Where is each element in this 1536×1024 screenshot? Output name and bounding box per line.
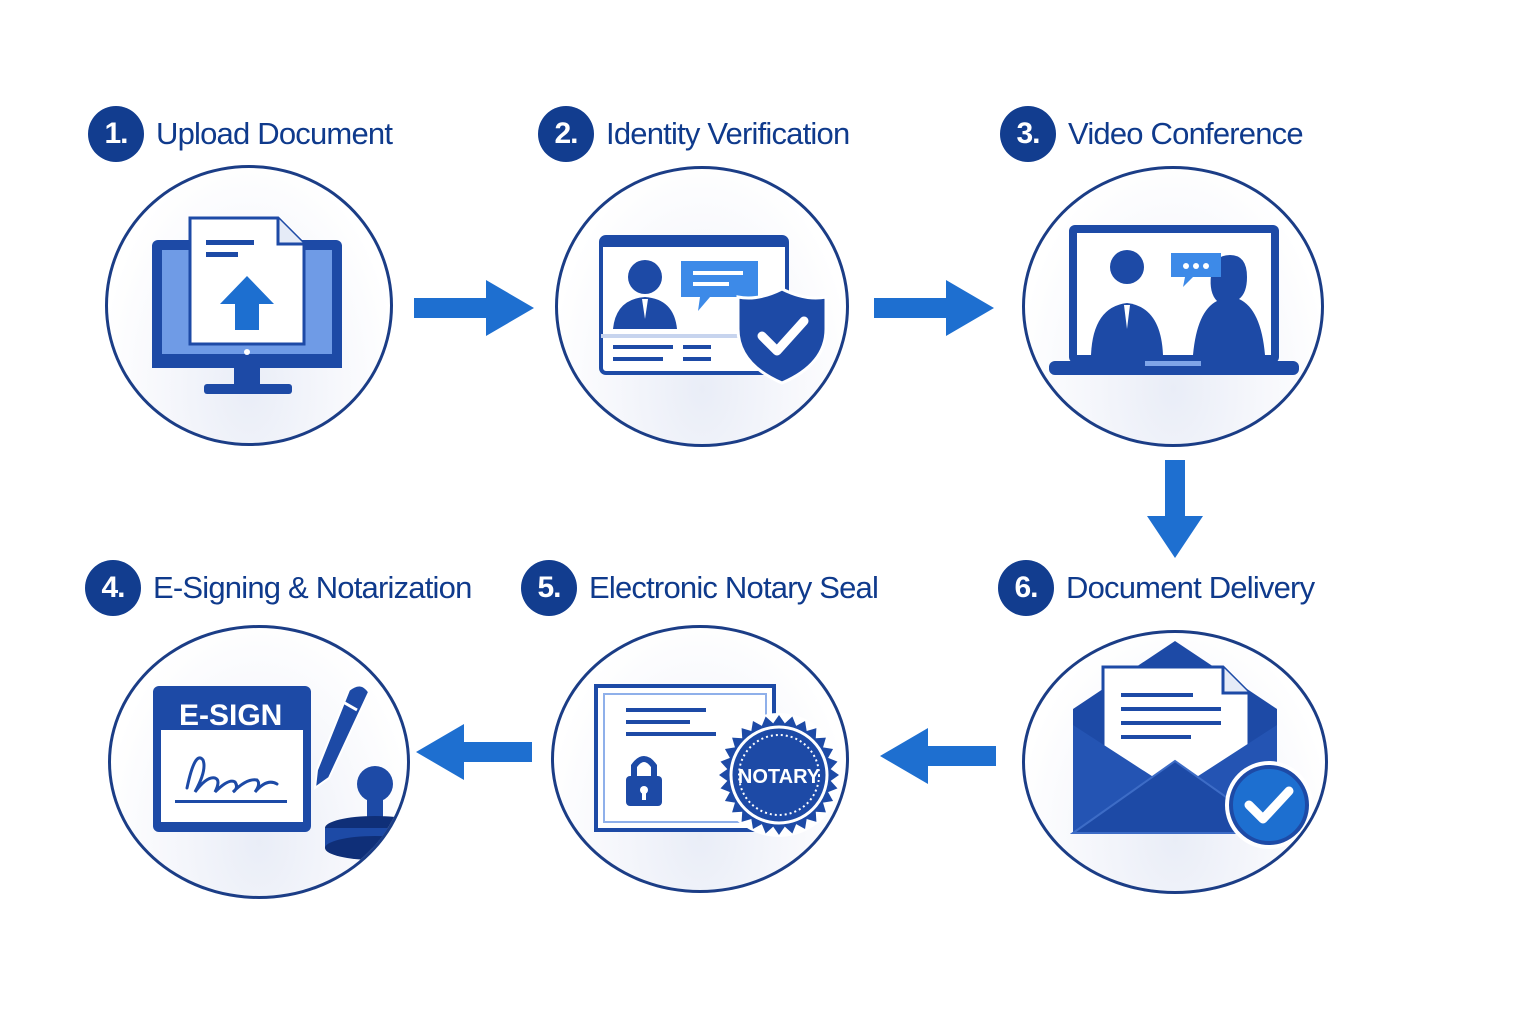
step-number-badge: 5.: [521, 560, 577, 616]
seal-text: NOTARY: [738, 766, 821, 788]
arrow-right-icon: [414, 280, 534, 336]
step-2-title: 2. Identity Verification: [538, 106, 850, 162]
arrow-left-icon: [880, 728, 996, 784]
step-2-circle: [555, 166, 849, 447]
esign-badge-text: E-SIGN: [179, 699, 282, 732]
step-label: Upload Document: [156, 116, 393, 151]
step-label: Electronic Notary Seal: [589, 570, 879, 605]
arrow-left-icon: [416, 724, 532, 780]
step-4-circle: E-SIGN: [108, 625, 410, 899]
id-card-shield-icon: [599, 235, 828, 385]
step-5-circle: NOTARY: [551, 625, 849, 893]
step-label: E-Signing & Notarization: [153, 570, 472, 605]
step-label: Video Conference: [1068, 116, 1304, 151]
arrow-right-icon: [874, 280, 994, 336]
step-number-badge: 3.: [1000, 106, 1056, 162]
step-number-badge: 6.: [998, 560, 1054, 616]
step-label: Identity Verification: [606, 116, 850, 151]
laptop-video-call-icon: [1049, 225, 1299, 375]
step-1-title: 1. Upload Document: [88, 106, 393, 162]
step-6-title: 6. Document Delivery: [998, 560, 1315, 616]
arrow-down-icon: [1147, 460, 1203, 558]
step-1-circle: [105, 165, 393, 446]
step-3-title: 3. Video Conference: [1000, 106, 1304, 162]
esign-pen-stamp-icon: E-SIGN: [153, 684, 407, 860]
step-5-title: 5. Electronic Notary Seal: [521, 560, 879, 616]
step-4-title: 4. E-Signing & Notarization: [85, 560, 472, 616]
step-6-circle: [1022, 630, 1328, 894]
envelope-check-icon: [1069, 641, 1313, 849]
step-label: Document Delivery: [1066, 570, 1315, 605]
step-number-badge: 2.: [538, 106, 594, 162]
certificate-seal-icon: NOTARY: [594, 684, 841, 837]
step-number-badge: 1.: [88, 106, 144, 162]
step-number-badge: 4.: [85, 560, 141, 616]
monitor-upload-icon: [152, 216, 342, 394]
step-3-circle: [1022, 166, 1324, 447]
